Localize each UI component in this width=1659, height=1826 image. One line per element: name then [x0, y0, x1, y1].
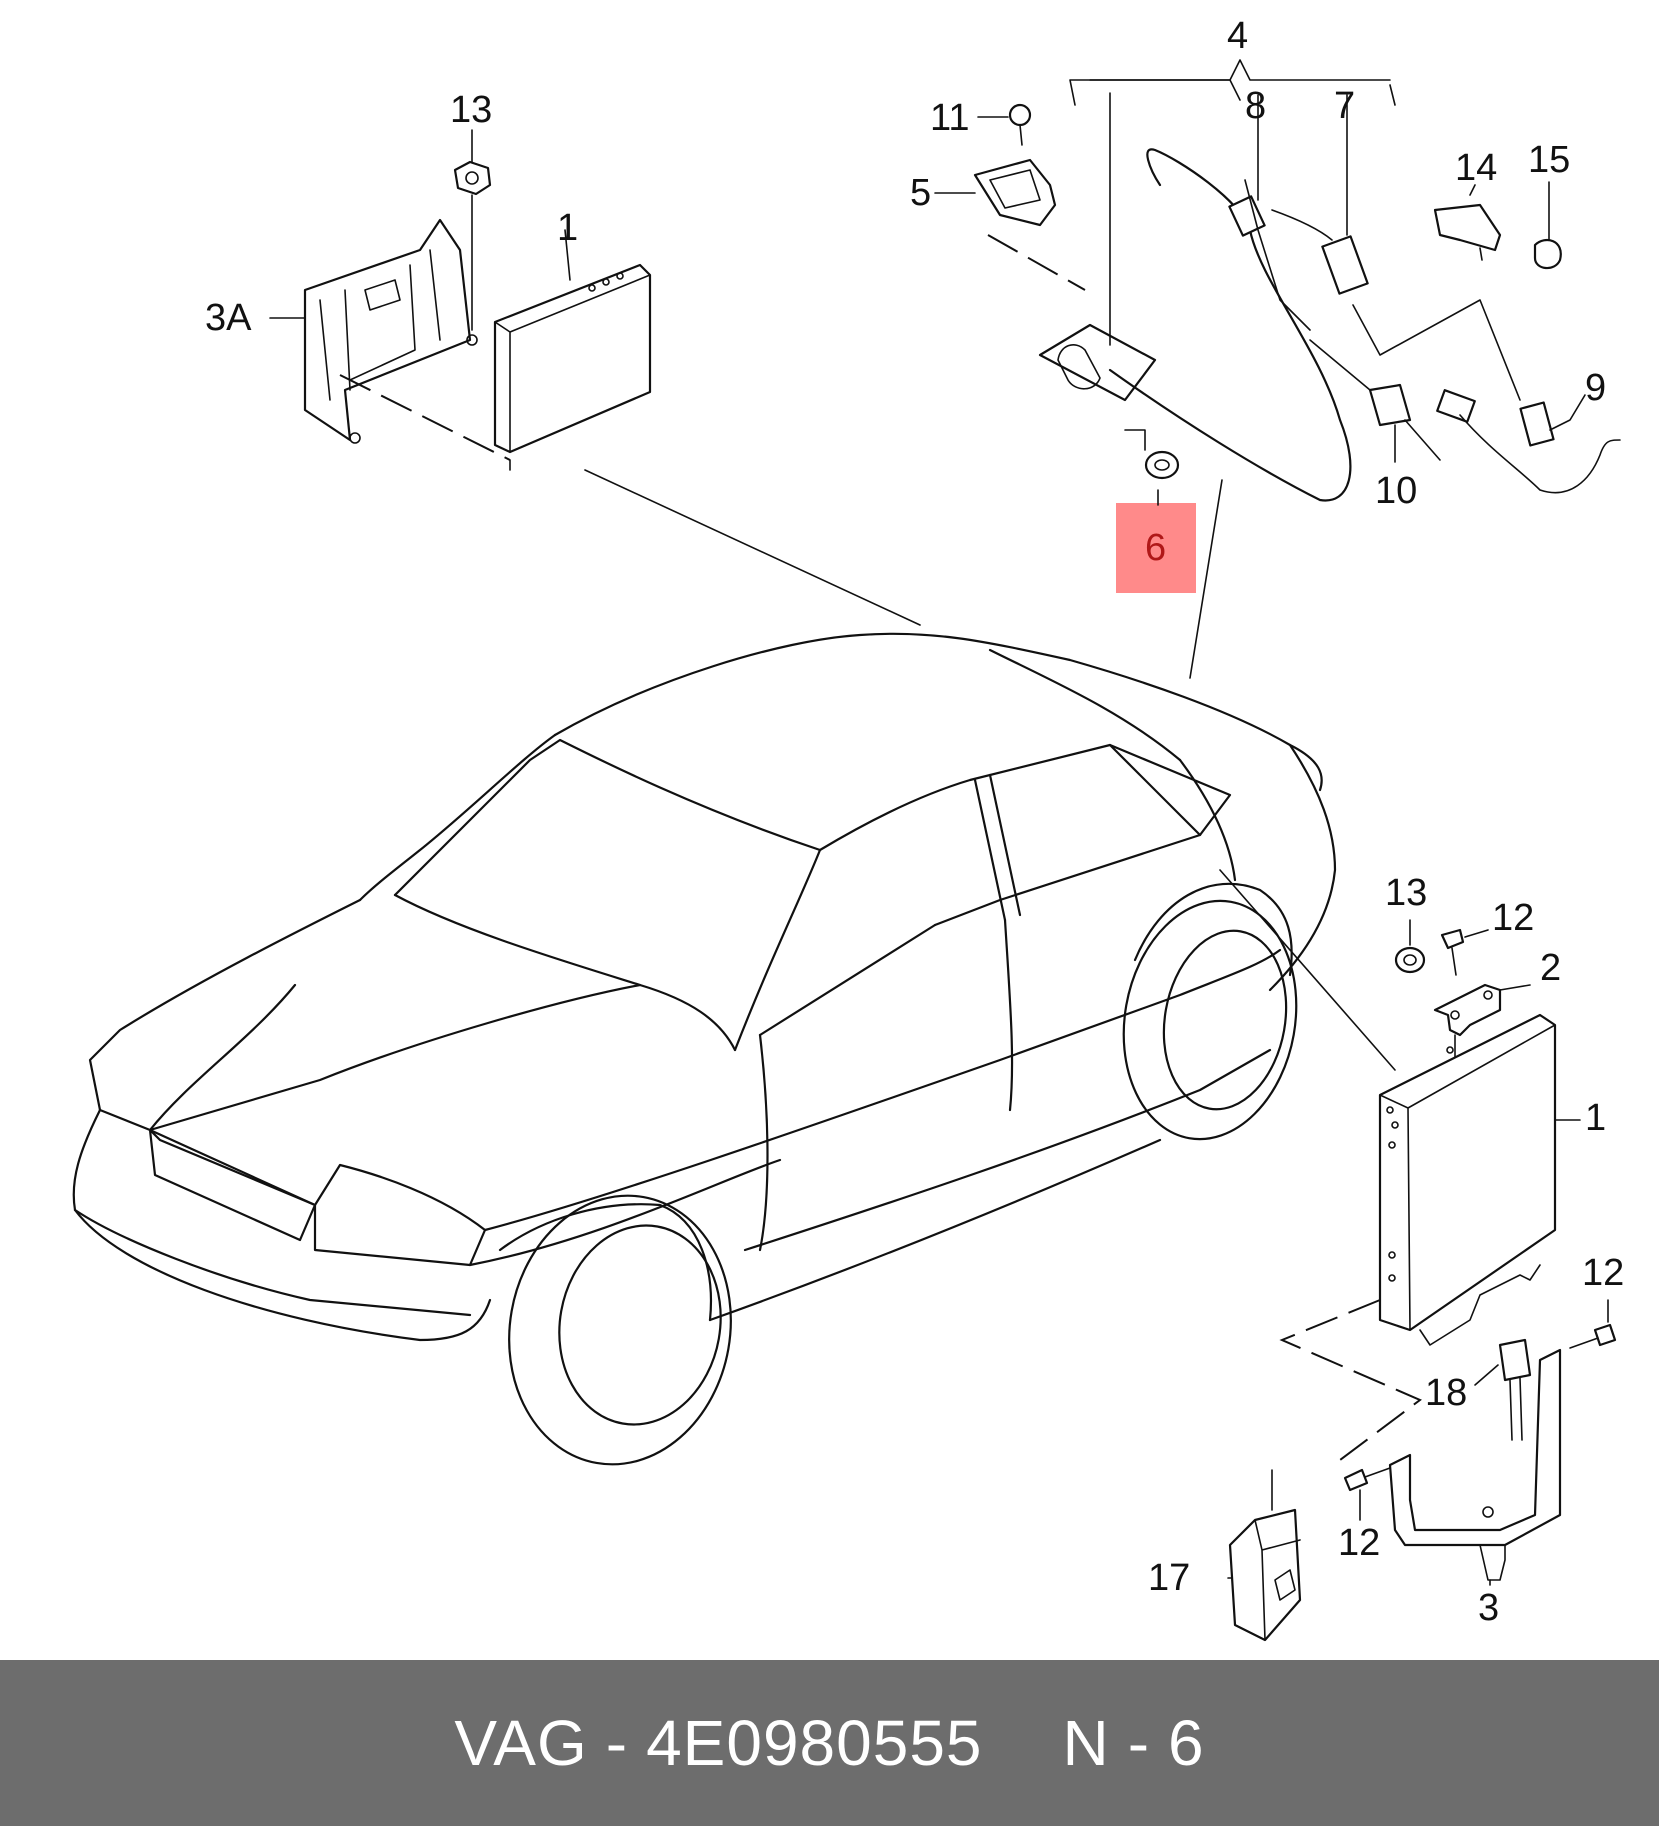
- callout-labels: 13 1 3A 4 11 5 8 7 14 15 9 10 6 13 12 2 …: [205, 15, 1624, 1629]
- footer-position-number: 6: [1168, 1707, 1205, 1779]
- callout-17: 17: [1148, 1557, 1190, 1599]
- part-info-footer: VAG - 4E0980555 N - 6: [0, 1660, 1659, 1826]
- callout-13-right: 13: [1385, 872, 1427, 914]
- exploded-view-drawing: 13 1 3A 4 11 5 8 7 14 15 9 10 6 13 12 2 …: [72, 15, 1624, 1642]
- callout-2: 2: [1540, 947, 1561, 989]
- callout-12-b: 12: [1582, 1252, 1624, 1294]
- callout-14: 14: [1455, 147, 1497, 189]
- callout-11: 11: [930, 97, 969, 139]
- callout-18: 18: [1425, 1372, 1467, 1414]
- footer-brand: VAG: [454, 1707, 588, 1779]
- antenna-harness-assembly: [934, 59, 1621, 679]
- callout-8: 8: [1245, 85, 1266, 127]
- footer-position-separator: -: [1127, 1707, 1151, 1779]
- footer-part-number: 4E0980555: [646, 1707, 983, 1779]
- callout-4: 4: [1227, 15, 1248, 57]
- callout-3a: 3A: [205, 297, 252, 339]
- callout-1-right: 1: [1585, 1097, 1606, 1139]
- top-left-assembly: [269, 129, 921, 626]
- callout-12-a: 12: [1492, 897, 1534, 939]
- callout-6: 6: [1145, 527, 1166, 569]
- callout-15: 15: [1528, 139, 1570, 181]
- callout-13-top: 13: [450, 89, 492, 131]
- footer-separator: -: [605, 1707, 629, 1779]
- callout-3: 3: [1478, 1587, 1499, 1629]
- callout-12-c: 12: [1338, 1522, 1380, 1564]
- callout-7: 7: [1334, 85, 1355, 127]
- car-illustration: [72, 632, 1337, 1466]
- callout-1-top: 1: [557, 207, 578, 249]
- parts-diagram: 13 1 3A 4 11 5 8 7 14 15 9 10 6 13 12 2 …: [72, 15, 1625, 1642]
- footer-position-prefix: N: [1062, 1707, 1110, 1779]
- highlight-box: [1116, 503, 1196, 593]
- right-assembly: [1219, 869, 1617, 1642]
- callout-9: 9: [1585, 367, 1606, 409]
- callout-5: 5: [910, 172, 931, 214]
- callout-10: 10: [1375, 470, 1417, 512]
